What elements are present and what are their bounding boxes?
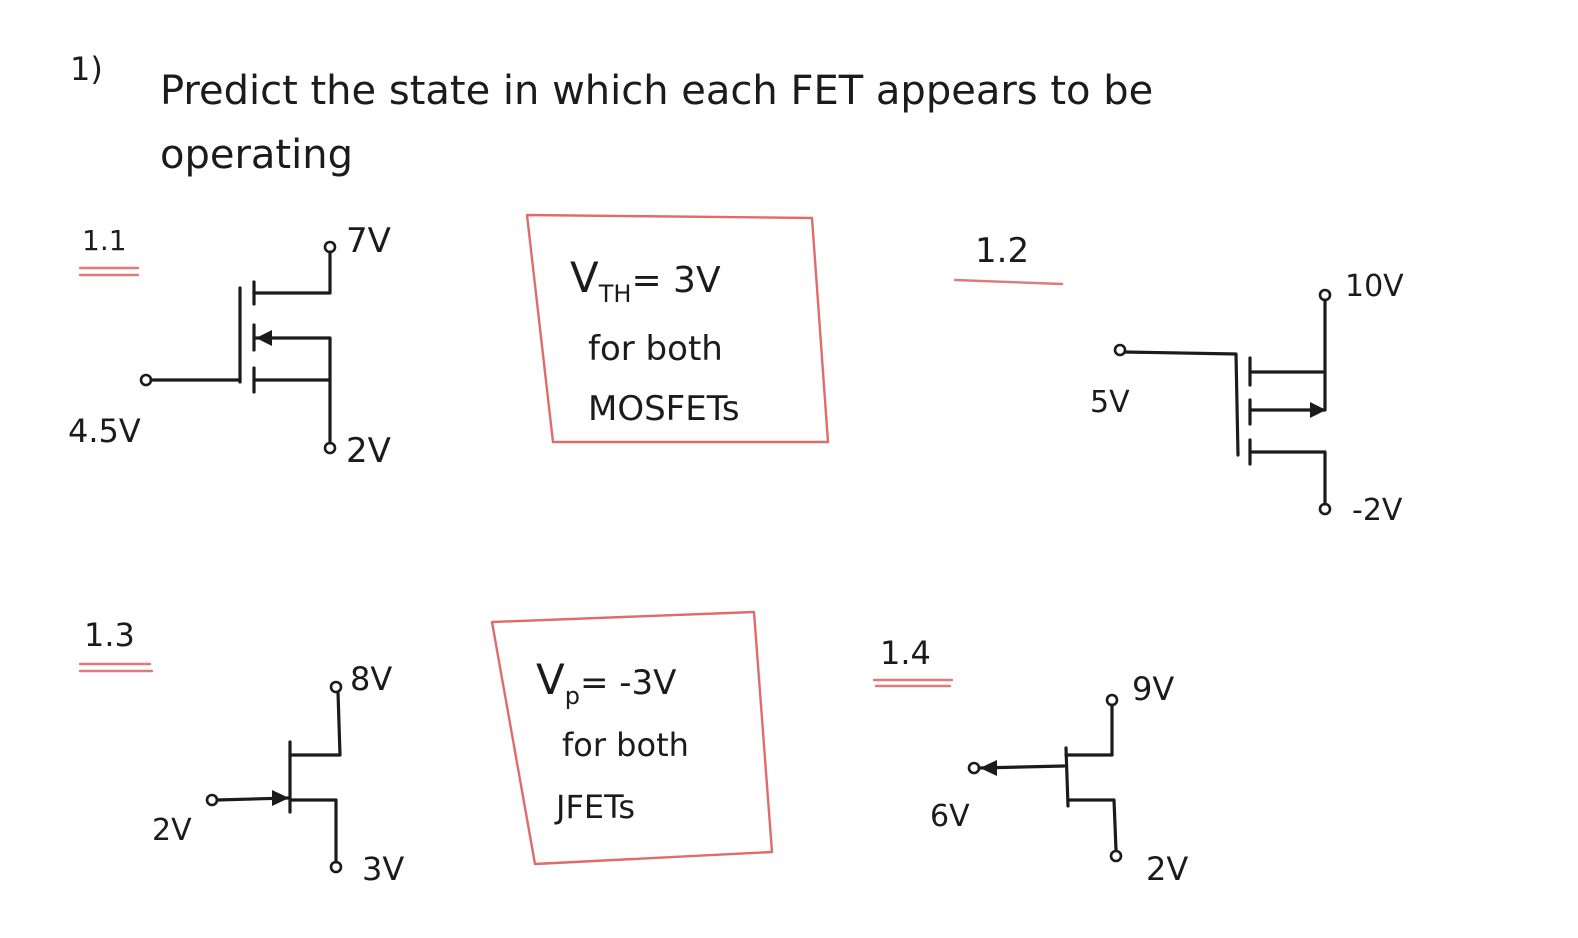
gate-voltage-1-1: 4.5V <box>68 412 141 450</box>
vp-value: = -3V <box>580 663 676 703</box>
jfet-note: Vp= -3V for both JFETs <box>490 610 774 866</box>
source-lead-1-1 <box>252 378 332 445</box>
source-voltage-1-1: 2V <box>346 431 391 471</box>
source-terminal-1-1 <box>323 441 337 455</box>
jfet-note-box <box>490 610 774 866</box>
source-lead-1-4 <box>1066 798 1118 852</box>
mosfet-note-line-3: MOSFETs <box>588 389 740 429</box>
drain-terminal-1-2 <box>1318 502 1332 516</box>
source-terminal-1-4 <box>1109 849 1123 863</box>
drain-lead-1-3 <box>288 690 342 757</box>
circuit-1-4: 1.4 9V 6V 2V <box>872 634 1188 888</box>
source-voltage-1-4: 2V <box>1146 850 1188 888</box>
drain-terminal-1-4 <box>1105 693 1119 707</box>
jfet-note-line-2: for both <box>562 726 689 764</box>
vth-subscript: TH <box>598 280 632 308</box>
part-label-1-1: 1.1 <box>82 224 127 257</box>
source-lead-1-2 <box>1248 298 1327 374</box>
drain-lead-1-2 <box>1248 450 1327 506</box>
gate-arrow-1-3 <box>272 790 289 806</box>
source-terminal-1-3 <box>329 860 343 874</box>
problem-number: 1) <box>70 50 103 88</box>
gate-voltage-1-3: 2V <box>152 813 192 848</box>
circuit-1-1: 1.1 7V 4.5V 2V <box>68 221 391 471</box>
gate-terminal-1-2 <box>1113 343 1127 357</box>
gate-voltage-1-4: 6V <box>930 799 970 834</box>
source-voltage-1-2: 10V <box>1345 269 1404 304</box>
vp-subscript: p <box>565 682 580 710</box>
underline-1-2 <box>953 278 1064 286</box>
drain-voltage-1-2: -2V <box>1352 493 1403 528</box>
channel-1-4 <box>1064 746 1070 808</box>
circuit-1-2: 1.2 10V 5V -2V <box>953 231 1404 528</box>
gate-lead-1-2 <box>1123 350 1240 457</box>
source-terminal-1-2 <box>1318 288 1332 302</box>
jfet-note-line-3: JFETs <box>554 788 635 826</box>
drain-voltage-1-4: 9V <box>1132 670 1174 708</box>
drain-lead-1-4 <box>1064 703 1114 757</box>
drain-voltage-1-1: 7V <box>346 221 391 261</box>
part-label-1-2: 1.2 <box>975 231 1029 271</box>
vth-value: = 3V <box>631 260 721 301</box>
svg-text:VTH= 3V: VTH= 3V <box>570 253 721 308</box>
drain-terminal-1-3 <box>329 680 343 694</box>
drain-lead-1-1 <box>252 250 332 295</box>
svg-text:Vp= -3V: Vp= -3V <box>536 655 676 710</box>
vth-symbol: V <box>570 253 599 302</box>
vp-symbol: V <box>536 655 565 704</box>
gate-arrow-1-4 <box>980 760 997 776</box>
source-voltage-1-3: 3V <box>362 850 404 888</box>
body-arrow-1-1 <box>256 330 272 346</box>
circuit-1-3: 1.3 8V 2V 3V <box>78 616 404 888</box>
part-label-1-4: 1.4 <box>880 634 931 672</box>
problem-line-2: operating <box>160 132 353 178</box>
problem-line-1: Predict the state in which each FET appe… <box>160 68 1153 114</box>
mosfet-note-line-2: for both <box>588 329 723 369</box>
mosfet-note-box <box>525 213 830 444</box>
part-label-1-3: 1.3 <box>84 616 135 654</box>
drain-voltage-1-3: 8V <box>350 660 392 698</box>
source-lead-1-3 <box>288 798 338 864</box>
mosfet-note: VTH= 3V for both MOSFETs <box>525 213 830 444</box>
gate-voltage-1-2: 5V <box>1090 385 1130 420</box>
body-arrow-1-2 <box>1310 402 1326 418</box>
drain-terminal-1-1 <box>323 240 337 254</box>
